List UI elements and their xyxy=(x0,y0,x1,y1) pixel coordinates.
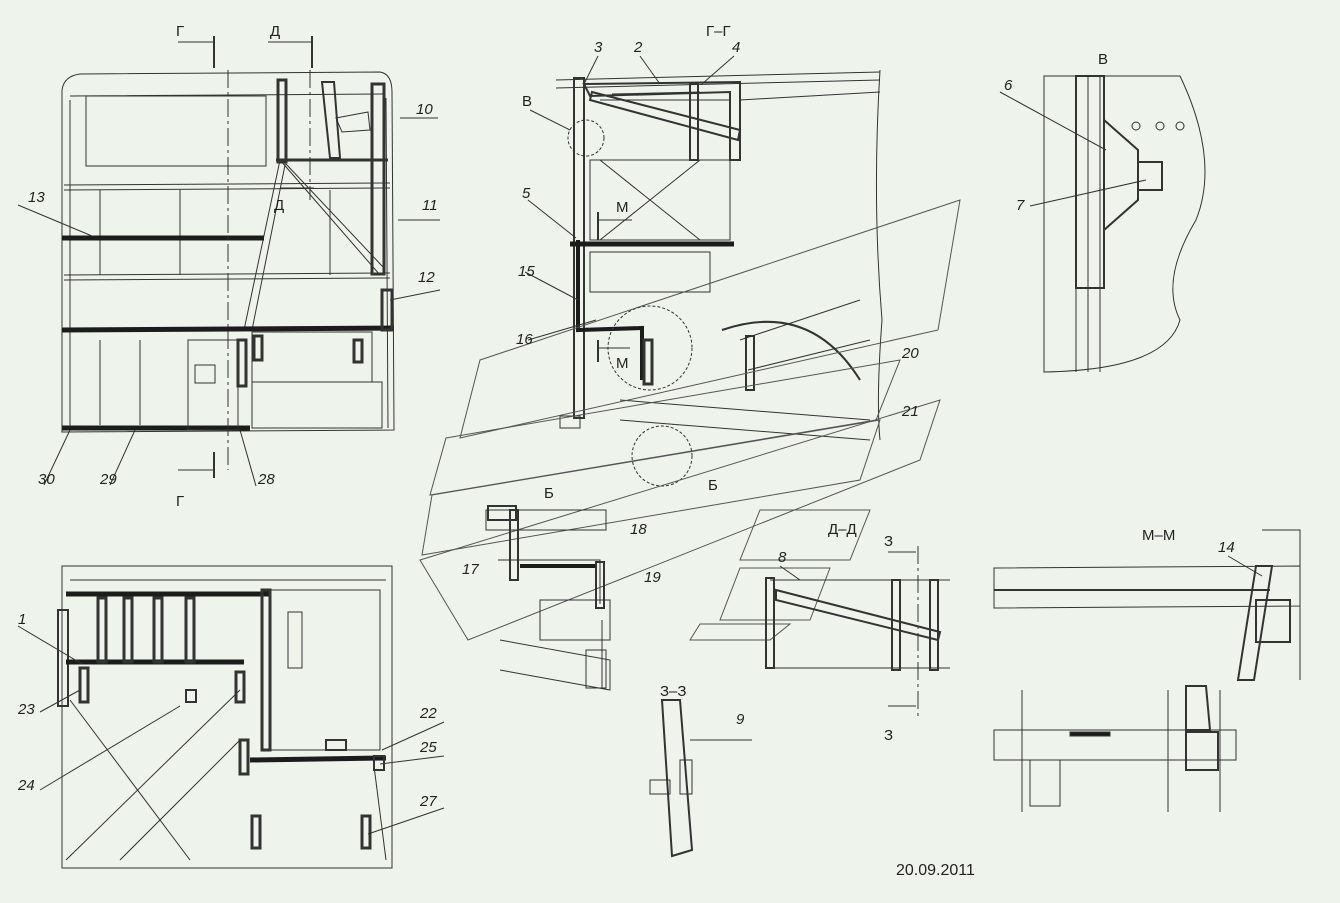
section-dd-view xyxy=(765,546,950,718)
callout-19: 19 xyxy=(644,569,661,586)
section-label-zz: З–З xyxy=(660,683,686,700)
callout-8: 8 xyxy=(778,549,787,566)
section-label-b-left: Б xyxy=(544,485,554,502)
callout-20: 20 xyxy=(901,345,919,362)
section-zz-view xyxy=(649,699,752,858)
callout-3: 3 xyxy=(594,39,603,56)
section-label-mm: М–М xyxy=(1142,527,1175,544)
section-label-g-bottom: Г xyxy=(176,493,184,510)
callout-15: 15 xyxy=(518,263,535,280)
callout-7: 7 xyxy=(1016,197,1025,214)
callout-5: 5 xyxy=(522,185,531,202)
section-label-z-top: З xyxy=(884,533,893,550)
callout-numbers: 1 2 3 4 5 6 7 8 9 10 11 12 13 14 15 16 1… xyxy=(17,39,1235,810)
callout-27: 27 xyxy=(419,793,437,810)
section-label-g-top: Г xyxy=(176,23,184,40)
section-mm-view xyxy=(993,529,1301,812)
top-left-view xyxy=(17,36,441,487)
section-label-z-bottom: З xyxy=(884,727,893,744)
detail-leader-bands xyxy=(419,199,961,641)
callout-2: 2 xyxy=(633,39,643,56)
callout-23: 23 xyxy=(17,701,35,718)
callout-22: 22 xyxy=(419,705,437,722)
callout-16: 16 xyxy=(516,331,533,348)
callout-25: 25 xyxy=(419,739,437,756)
detail-b-view xyxy=(485,505,611,691)
detail-v-view xyxy=(999,75,1206,373)
bottom-left-view xyxy=(17,565,445,869)
section-label-b-right: Б xyxy=(708,477,718,494)
drawing-date: 20.09.2011 xyxy=(896,862,975,879)
callout-24: 24 xyxy=(17,777,35,794)
callout-29: 29 xyxy=(99,471,117,488)
section-gg-view xyxy=(524,55,883,487)
section-label-v-detail: В xyxy=(522,93,532,110)
callout-4: 4 xyxy=(732,39,740,56)
section-label-v-view: В xyxy=(1098,51,1108,68)
callout-18: 18 xyxy=(630,521,647,538)
section-label-m-lower: М xyxy=(616,355,629,372)
callout-6: 6 xyxy=(1004,77,1013,94)
callout-10: 10 xyxy=(416,101,433,118)
section-label-d-top: Д xyxy=(270,23,280,40)
callout-9: 9 xyxy=(736,711,745,728)
callout-28: 28 xyxy=(257,471,275,488)
section-label-gg: Г–Г xyxy=(706,23,731,40)
callout-14: 14 xyxy=(1218,539,1235,556)
callout-11: 11 xyxy=(422,197,438,214)
callout-21: 21 xyxy=(901,403,919,420)
callout-17: 17 xyxy=(462,561,479,578)
section-label-dd: Д–Д xyxy=(828,521,857,538)
section-labels: Г Д Д Г Г–Г В В М М Б Б Д–Д З З З–З М–М xyxy=(176,23,1175,744)
callout-13: 13 xyxy=(28,189,45,206)
callout-1: 1 xyxy=(18,611,26,628)
callout-30: 30 xyxy=(38,471,55,488)
callout-12: 12 xyxy=(418,269,435,286)
section-label-d-mid: Д xyxy=(274,197,284,214)
section-label-m-upper: М xyxy=(616,199,629,216)
